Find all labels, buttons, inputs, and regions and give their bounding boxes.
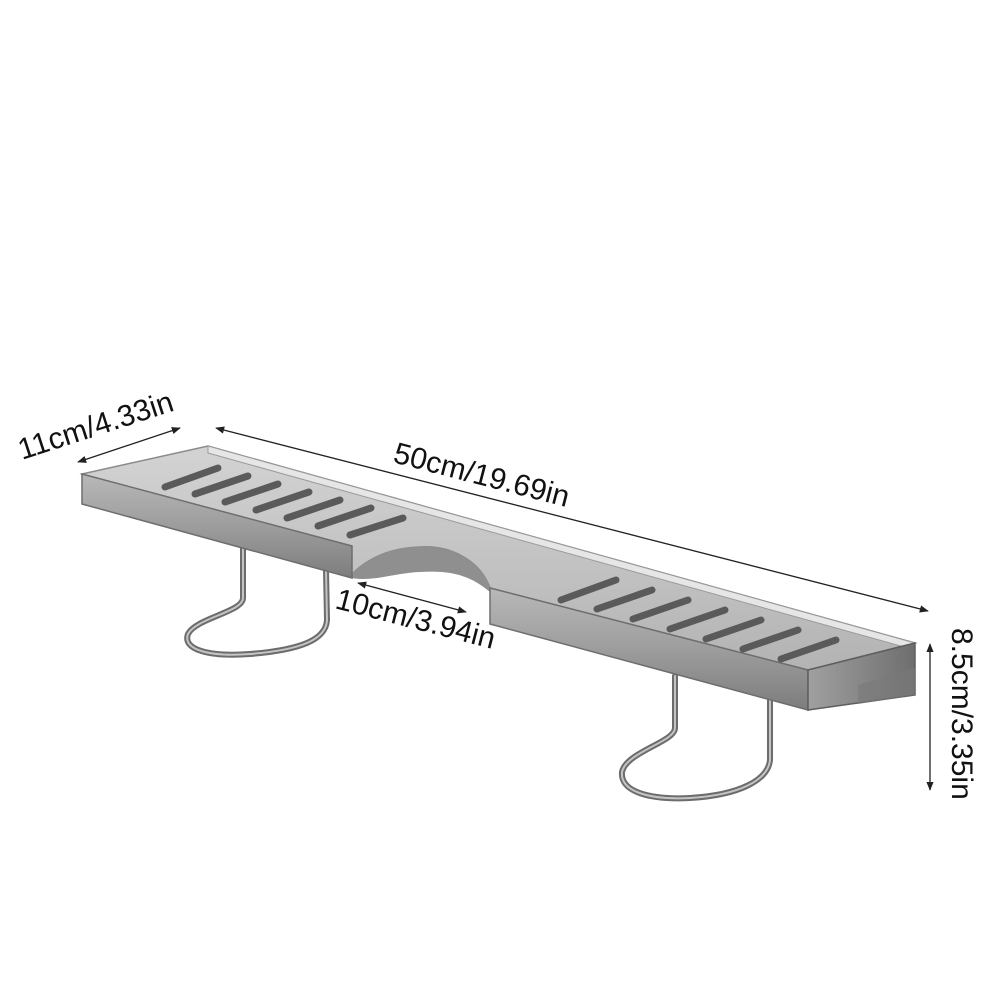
gap-label: 10cm/3.94in [332, 583, 498, 656]
height-label: 8.5cm/3.35in [945, 628, 978, 800]
width-label: 11cm/4.33in [14, 385, 178, 466]
right-hook [618, 673, 773, 802]
left-hook [184, 545, 330, 658]
length-label: 50cm/19.69in [390, 437, 573, 514]
length-dimension-line [215, 426, 929, 613]
width-dimension-line [77, 427, 181, 463]
dimension-lines [77, 426, 934, 791]
gap-dimension-line [357, 581, 467, 614]
